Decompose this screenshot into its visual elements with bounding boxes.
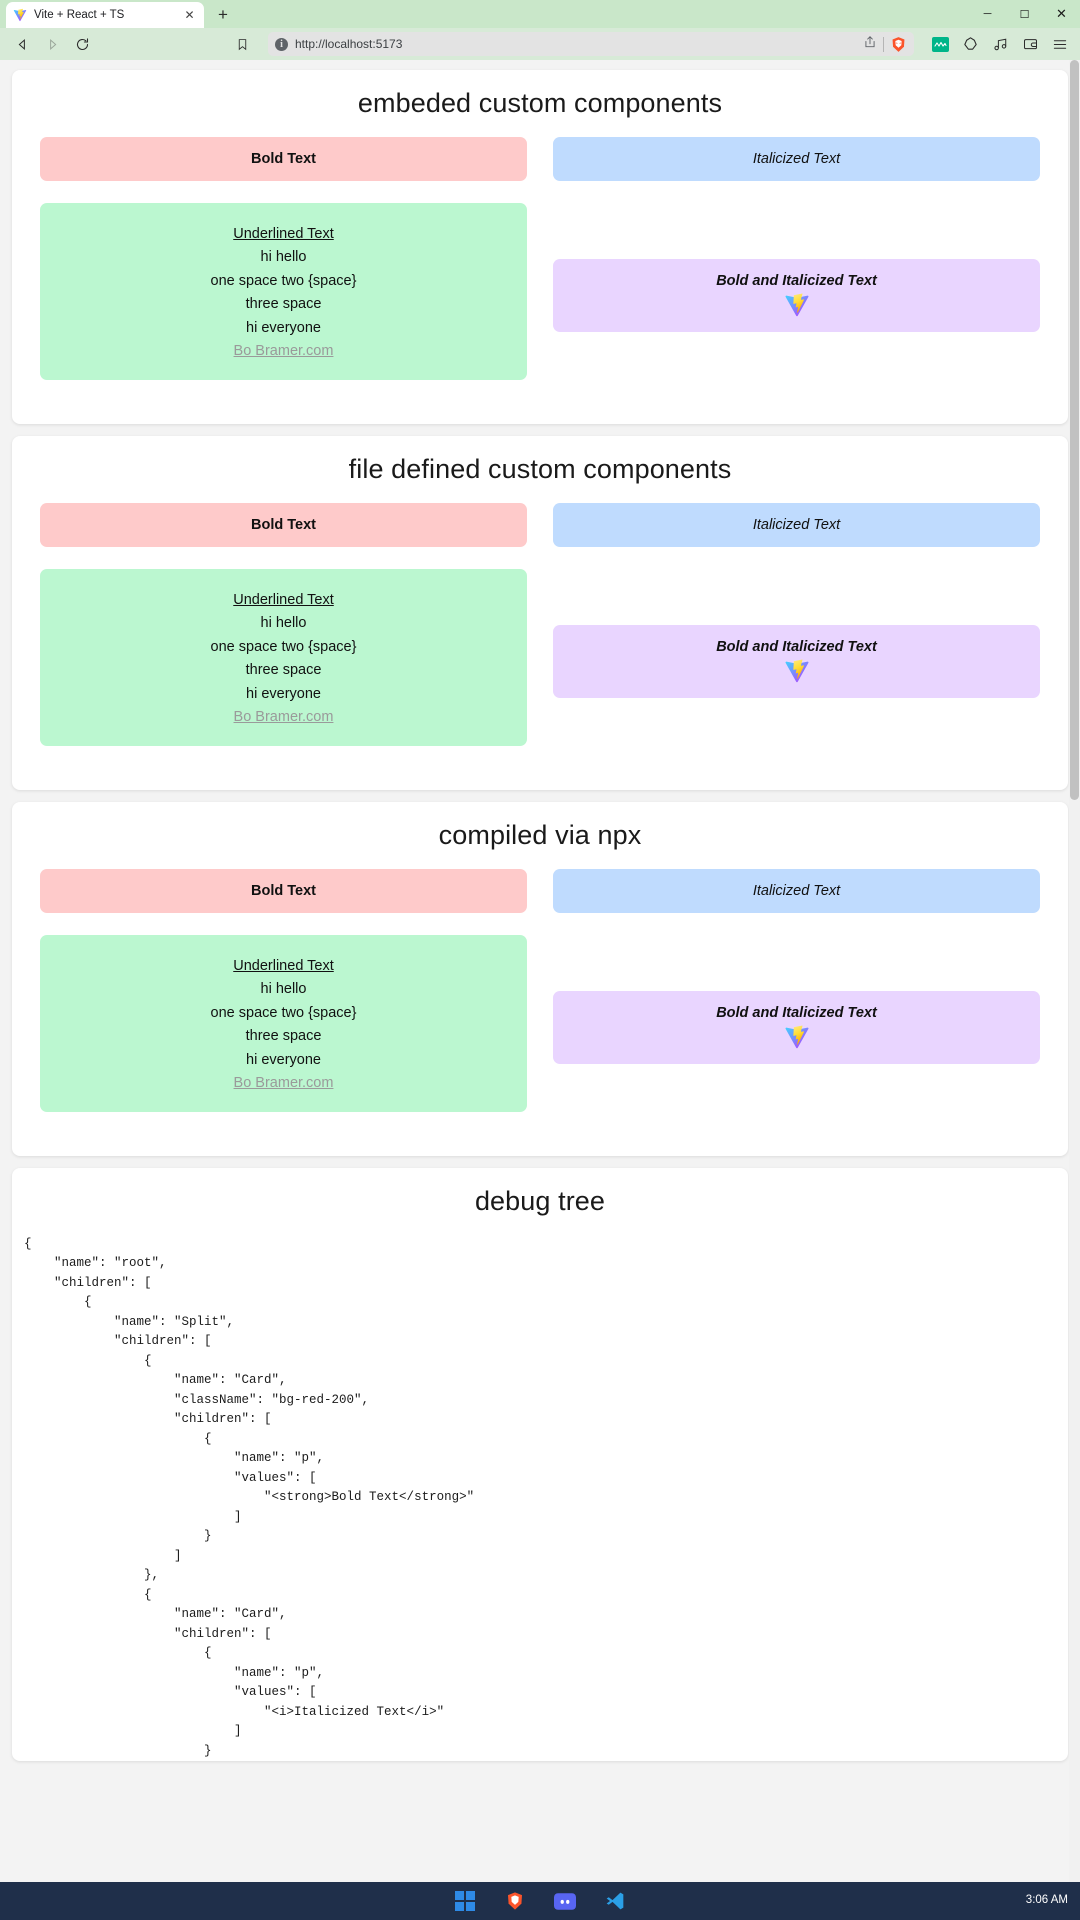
extension-green-icon[interactable]	[930, 34, 950, 54]
right-column: Italicized Text Bold and Italicized Text	[553, 502, 1040, 768]
windows-start-icon[interactable]	[453, 1889, 477, 1913]
back-icon[interactable]	[8, 31, 36, 57]
debug-tree-card: debug tree { "name": "root", "children":…	[12, 1167, 1068, 1762]
green-line: one space two {space}	[210, 1004, 357, 1021]
page-title: file defined custom components	[348, 453, 732, 484]
music-icon[interactable]	[990, 34, 1010, 54]
green-line: one space two {space}	[210, 638, 357, 655]
underlined-text-card: Underlined Text hi hello one space two {…	[40, 568, 527, 746]
green-line: one space two {space}	[210, 272, 357, 289]
italicized-text-card: Italicized Text	[553, 868, 1040, 913]
bo-bramer-link[interactable]: Bo Bramer.com	[233, 709, 334, 726]
navigation-bar: i http://localhost:5173	[0, 28, 1080, 60]
page-title: compiled via npx	[438, 819, 642, 850]
minimize-icon[interactable]: ─	[983, 8, 992, 20]
windows-taskbar: 3:06 AM	[0, 1882, 1080, 1920]
debug-tree-title: debug tree	[474, 1185, 606, 1216]
new-tab-button[interactable]: +	[218, 5, 228, 24]
share-icon[interactable]	[863, 35, 877, 54]
window-controls: ─ ☐ ✕	[969, 0, 1080, 28]
vite-logo-icon	[13, 8, 27, 22]
page-title: embeded custom components	[357, 88, 723, 118]
green-line: hi hello	[260, 615, 307, 632]
info-icon[interactable]: i	[275, 37, 288, 51]
bold-italic-text-card: Bold and Italicized Text	[553, 990, 1040, 1064]
wallet-icon[interactable]	[1020, 34, 1040, 54]
forward-icon[interactable]	[38, 31, 66, 57]
section-card: file defined custom components Bold Text…	[12, 435, 1068, 790]
tab-title: Vite + React + TS	[34, 9, 125, 21]
spacer	[553, 569, 1040, 625]
bold-italic-label: Bold and Italicized Text	[716, 273, 877, 289]
debug-tree-json: { "name": "root", "children": [ { "name"…	[24, 1236, 475, 1758]
underlined-heading: Underlined Text	[233, 226, 334, 242]
bold-text-card: Bold Text	[40, 137, 527, 181]
vscode-icon[interactable]	[603, 1889, 627, 1913]
green-line: three space	[245, 296, 322, 313]
italicized-text-card: Italicized Text	[553, 502, 1040, 547]
underlined-heading: Underlined Text	[233, 957, 334, 974]
green-line: hi hello	[260, 249, 307, 266]
discord-icon[interactable]	[553, 1889, 577, 1913]
brave-shield-icon[interactable]	[890, 36, 907, 53]
bookmark-icon[interactable]	[228, 31, 256, 57]
reload-icon[interactable]	[68, 31, 96, 57]
split-layout: Bold Text Underlined Text hi hello one s…	[40, 868, 1040, 1134]
left-column: Bold Text Underlined Text hi hello one s…	[40, 502, 527, 768]
right-column: Italicized Text Bold and Italicized Text	[553, 137, 1040, 402]
bold-italic-text-card: Bold and Italicized Text	[553, 259, 1040, 332]
url-text: http://localhost:5173	[295, 37, 403, 51]
bold-italic-label: Bold and Italicized Text	[716, 1004, 877, 1021]
close-icon[interactable]: ✕	[184, 8, 195, 22]
maximize-icon[interactable]: ☐	[1019, 8, 1030, 21]
taskbar-clock[interactable]: 3:06 AM	[1025, 1894, 1068, 1907]
vite-logo-icon	[785, 1025, 808, 1049]
bold-text-card: Bold Text	[40, 502, 527, 547]
section-card: embeded custom components Bold Text Unde…	[12, 70, 1068, 424]
green-line: hi everyone	[246, 319, 321, 336]
section-card: compiled via npx Bold Text Underlined Te…	[12, 801, 1068, 1156]
brave-rewards-icon[interactable]	[960, 34, 980, 54]
address-bar[interactable]: i http://localhost:5173	[268, 32, 914, 56]
split-layout: Bold Text Underlined Text hi hello one s…	[40, 137, 1040, 402]
window-close-icon[interactable]: ✕	[1056, 6, 1067, 21]
left-column: Bold Text Underlined Text hi hello one s…	[40, 137, 527, 402]
tab-strip: Vite + React + TS ✕ + ─ ☐ ✕	[0, 0, 1080, 28]
toolbar-icons	[920, 34, 1072, 54]
page-scrollbar[interactable]	[1069, 60, 1080, 1920]
italicized-text-card: Italicized Text	[553, 137, 1040, 181]
spacer	[553, 935, 1040, 991]
green-line: hi everyone	[246, 685, 321, 702]
spacer	[553, 203, 1040, 259]
page-viewport: embeded custom components Bold Text Unde…	[0, 60, 1080, 1920]
taskbar-apps	[0, 1889, 1080, 1913]
green-line: hi hello	[260, 981, 307, 998]
right-column: Italicized Text Bold and Italicized Text	[553, 868, 1040, 1134]
green-line: three space	[245, 662, 322, 679]
underlined-heading: Underlined Text	[233, 591, 334, 608]
divider	[883, 36, 884, 52]
menu-icon[interactable]	[1050, 34, 1070, 54]
split-layout: Bold Text Underlined Text hi hello one s…	[40, 502, 1040, 768]
bo-bramer-link[interactable]: Bo Bramer.com	[233, 1075, 334, 1092]
underlined-text-card: Underlined Text hi hello one space two {…	[40, 203, 527, 380]
scrollbar-thumb[interactable]	[1070, 60, 1079, 800]
bo-bramer-link[interactable]: Bo Bramer.com	[233, 343, 334, 360]
bold-italic-text-card: Bold and Italicized Text	[553, 624, 1040, 698]
underlined-text-card: Underlined Text hi hello one space two {…	[40, 934, 527, 1112]
green-line: three space	[245, 1028, 322, 1045]
brave-icon[interactable]	[503, 1889, 527, 1913]
bold-italic-label: Bold and Italicized Text	[716, 638, 877, 655]
bold-text-card: Bold Text	[40, 868, 527, 913]
left-column: Bold Text Underlined Text hi hello one s…	[40, 868, 527, 1134]
vite-logo-icon	[785, 293, 808, 317]
browser-tab[interactable]: Vite + React + TS ✕	[6, 2, 204, 28]
green-line: hi everyone	[246, 1051, 321, 1068]
vite-logo-icon	[785, 659, 808, 683]
